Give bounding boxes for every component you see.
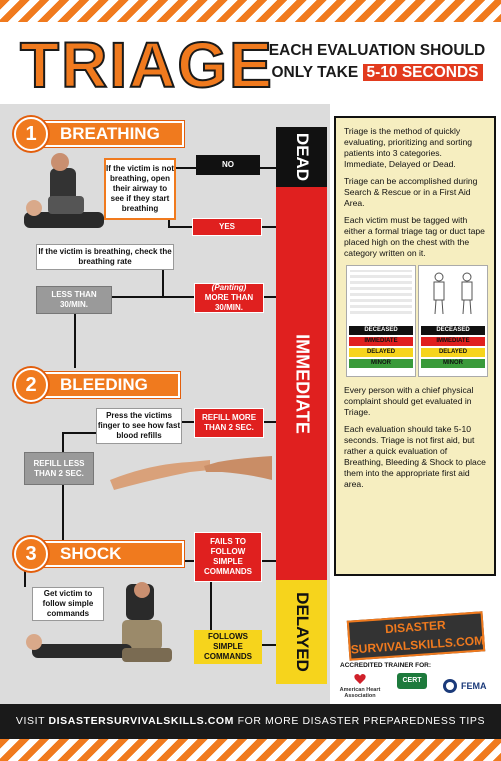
dhs-seal-icon (443, 679, 457, 693)
category-immediate-label: IMMEDIATE (292, 333, 312, 434)
connector (260, 167, 276, 169)
category-immediate: IMMEDIATE (276, 187, 327, 580)
step-number: 1 (14, 117, 48, 151)
refill-less-box: REFILL LESS THAN 2 SEC. (24, 452, 94, 485)
connector (62, 432, 64, 452)
connector (262, 226, 276, 228)
footer-prefix: VISIT (15, 715, 45, 727)
fema-label: FEMA (461, 681, 487, 691)
connector (24, 565, 26, 587)
category-dead-label: DEAD (292, 132, 312, 182)
fails-commands-box: FAILS TO FOLLOW SIMPLE COMMANDS (194, 532, 262, 582)
connector (162, 270, 164, 297)
tag-row-deceased: DECEASED (421, 326, 485, 335)
connector (74, 314, 76, 368)
connector (62, 485, 64, 541)
footer: VISIT DISASTERSURVIVALSKILLS.COM FOR MOR… (0, 704, 501, 739)
triage-tag-back: DECEASED IMMEDIATE DELAYED MINOR (418, 265, 488, 377)
tag-row-immediate: IMMEDIATE (421, 337, 485, 346)
subtitle-prefix: ONLY TAKE (271, 64, 359, 81)
cert-logo: CERT (392, 673, 432, 699)
tag-row-immediate: IMMEDIATE (349, 337, 413, 346)
info-paragraph: Triage can be accomplished during Search… (344, 176, 478, 208)
info-paragraph: Every person with a chief physical compl… (344, 385, 474, 417)
triage-tag-image: DECEASED IMMEDIATE DELAYED MINOR DECEASE… (344, 265, 488, 377)
bleeding-photo (110, 456, 272, 490)
connector (210, 582, 212, 630)
panting-label: (Panting) (211, 283, 247, 292)
aha-label: American Heart Association (339, 687, 381, 699)
step-shock: 3 SHOCK (14, 537, 184, 571)
triage-tag-front: DECEASED IMMEDIATE DELAYED MINOR (346, 265, 416, 377)
tag-row-delayed: DELAYED (349, 348, 413, 357)
bottom-hazard-stripe (0, 739, 501, 761)
connector (168, 226, 192, 228)
category-delayed: DELAYED (276, 580, 327, 684)
yes-box: YES (192, 218, 262, 236)
less-than-box: LESS THAN 30/MIN. (36, 286, 112, 314)
page-title: TRIAGE (19, 29, 274, 101)
step-label: BREATHING (38, 121, 184, 147)
info-paragraph: Each victim must be tagged with either a… (344, 215, 485, 258)
connector (262, 296, 276, 298)
footer-site-link[interactable]: DISASTERSURVIVALSKILLS.COM (48, 715, 235, 727)
tag-row-delayed: DELAYED (421, 348, 485, 357)
shock-photo (26, 582, 172, 662)
info-box: Triage is the method of quickly evaluati… (334, 116, 496, 576)
connector (180, 421, 194, 423)
accredited-label: ACCREDITED TRAINER FOR: (340, 662, 431, 669)
subtitle-highlight: 5-10 SECONDS (362, 64, 483, 81)
header: TRIAGE EACH EVALUATION SHOULD ONLY TAKE … (0, 22, 501, 104)
branding-area: DISASTER SURVIVALSKILLS.COM ACCREDITED T… (334, 610, 496, 706)
connector (262, 644, 276, 646)
connector (262, 421, 276, 423)
fema-logo: FEMA (442, 673, 494, 699)
breathing-photo (14, 150, 110, 240)
tag-form-lines (350, 270, 412, 314)
cert-label: CERT (397, 673, 427, 689)
is-breathing-box: If the victim is breathing, check the br… (36, 244, 174, 270)
aha-logo: American Heart Association (338, 673, 382, 699)
tag-row-minor: MINOR (349, 359, 413, 368)
step-bleeding: 2 BLEEDING (14, 368, 184, 402)
no-box: NO (196, 155, 260, 175)
top-hazard-stripe (0, 0, 501, 22)
tag-row-minor: MINOR (421, 359, 485, 368)
subtitle-line2: ONLY TAKE 5-10 SECONDS (262, 64, 492, 82)
more-than-box: (Panting) MORE THAN 30/MIN. (194, 283, 264, 313)
category-delayed-label: DELAYED (292, 592, 312, 672)
subtitle-line1: EACH EVALUATION SHOULD (268, 42, 486, 59)
step-label: BLEEDING (38, 372, 180, 398)
not-breathing-box: If the victim is not breathing, open the… (104, 158, 176, 220)
step-number: 3 (14, 537, 48, 571)
get-victim-box: Get victim to follow simple commands (32, 587, 104, 621)
step-label: SHOCK (38, 541, 184, 567)
info-paragraph: Triage is the method of quickly evaluati… (344, 126, 473, 169)
footer-suffix: FOR MORE DISASTER PREPAREDNESS TIPS (237, 715, 486, 727)
step-number: 2 (14, 368, 48, 402)
connector (168, 167, 198, 169)
connector (62, 432, 96, 434)
press-finger-box: Press the victims finger to see how fast… (96, 408, 182, 444)
body-diagram-icon (433, 272, 473, 315)
step-breathing: 1 BREATHING (14, 117, 184, 151)
follows-commands-box: FOLLOWS SIMPLE COMMANDS (194, 630, 262, 664)
heart-icon (354, 674, 366, 684)
connector (74, 296, 194, 298)
disaster-survival-skills-logo: DISASTER SURVIVALSKILLS.COM (346, 611, 486, 661)
category-dead: DEAD (276, 127, 327, 187)
info-paragraph: Each evaluation should take 5-10 seconds… (344, 424, 486, 489)
tag-row-deceased: DECEASED (349, 326, 413, 335)
connector (262, 560, 276, 562)
refill-more-box: REFILL MORE THAN 2 SEC. (194, 408, 264, 438)
more-than-label: MORE THAN 30/MIN. (204, 293, 254, 312)
